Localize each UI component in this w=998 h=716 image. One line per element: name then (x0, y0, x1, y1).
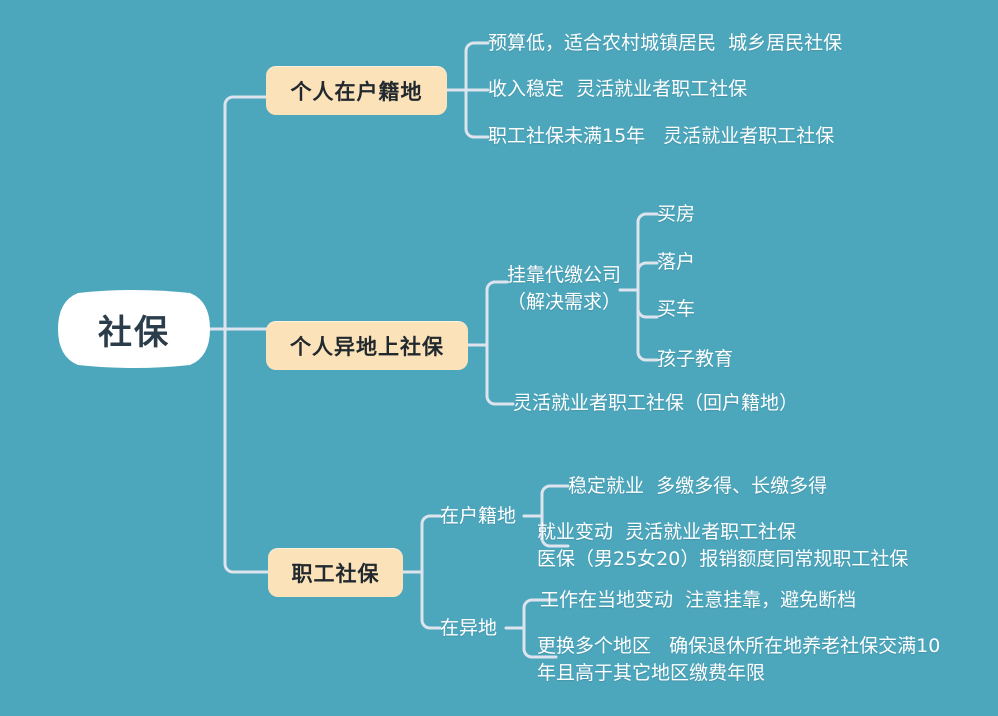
leaf-node-multiple-regions[interactable]: 更换多个地区 确保退休所在地养老社保交满10 年且高于其它地区缴费年限 (537, 635, 941, 684)
connector-subnode-agency-to-child-1 (636, 212, 659, 292)
connector-root-to-branch-3 (223, 327, 270, 574)
branch-node-employee-insurance[interactable]: 职工社保 (268, 548, 403, 597)
connector-branch-3-to-child-2 (420, 570, 442, 630)
leaf-node-settle-residency[interactable]: 落户 (657, 251, 696, 273)
root-node-shape (58, 290, 210, 368)
leaf-node-buy-car[interactable]: 买车 (657, 298, 696, 320)
branch-node-personal-hukou[interactable]: 个人在户籍地 (266, 66, 447, 115)
leaf-node-low-budget[interactable]: 预算低，适合农村城镇居民 城乡居民社保 (488, 32, 843, 54)
branch-node-personal-remote[interactable]: 个人异地上社保 (266, 321, 468, 370)
root-node-label: 社保 (98, 312, 170, 353)
connector-subnode-agency-to-child-3 (636, 288, 659, 319)
branch-node-label: 个人在户籍地 (290, 79, 423, 104)
connector-subnode-hukou-to-child-1 (540, 484, 570, 518)
connector-branch-1-to-child-1 (464, 41, 490, 92)
leaf-node-stable-income[interactable]: 收入稳定 灵活就业者职工社保 (488, 78, 748, 100)
leaf-node-flexible-return-hukou[interactable]: 灵活就业者职工社保（回户籍地） (513, 392, 799, 414)
leaf-node-stable-employment[interactable]: 稳定就业 多缴多得、长缴多得 (568, 475, 828, 497)
leaf-node-local-job-change[interactable]: 工作在当地变动 注意挂靠，避免断档 (540, 589, 857, 611)
root-node[interactable]: 社保 (58, 287, 210, 371)
leaf-node-employment-change[interactable]: 就业变动 灵活就业者职工社保 医保（男25女20）报销额度同常规职工社保 (537, 521, 909, 570)
connector-branch-2-to-child-2 (485, 343, 515, 406)
connector-branch-2-to-child-1 (485, 280, 509, 347)
branch-node-label: 个人异地上社保 (290, 334, 444, 359)
connector-branch-3-to-child-1 (420, 514, 442, 574)
subnode-at-remote[interactable]: 在异地 (440, 617, 498, 639)
leaf-node-under-15-years[interactable]: 职工社保未满15年 灵活就业者职工社保 (488, 125, 835, 147)
connector-subnode-agency-to-child-2 (636, 261, 659, 292)
branch-node-label: 职工社保 (291, 561, 380, 586)
connector-root-to-branch-1 (223, 95, 268, 331)
leaf-node-child-education[interactable]: 孩子教育 (657, 348, 734, 370)
connector-branch-1-to-child-3 (464, 88, 490, 139)
connector-subnode-agency-to-child-4 (636, 288, 659, 362)
leaf-node-buy-house[interactable]: 买房 (657, 203, 696, 225)
subnode-at-hukou[interactable]: 在户籍地 (440, 505, 517, 527)
subnode-agency-company[interactable]: 挂靠代缴公司 （解决需求） (507, 264, 622, 313)
